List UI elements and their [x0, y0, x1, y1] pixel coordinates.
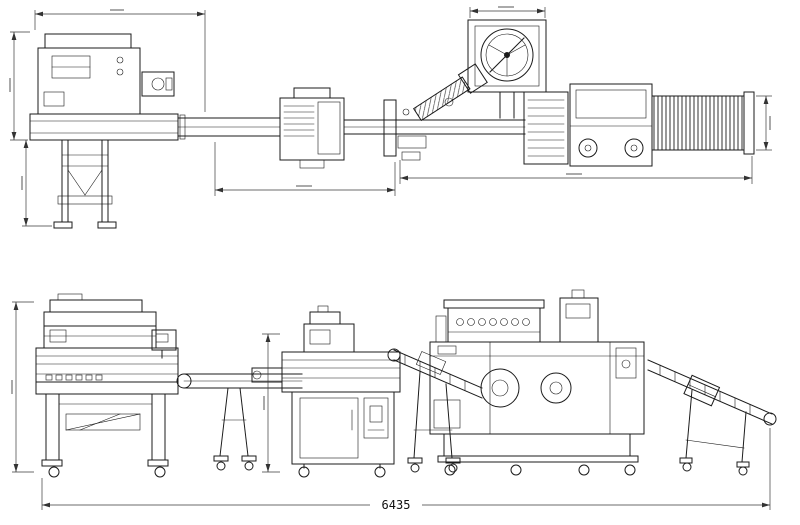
plan-conveyor: [177, 114, 526, 140]
elev-dimensions: 6435: [12, 301, 771, 512]
plan-cross-feeder: [279, 87, 345, 169]
overall-length-label: 6435: [382, 498, 411, 512]
illegible-dim-labels: [9, 6, 771, 410]
plan-left-machine: [29, 33, 179, 229]
elevation-view: 6435: [12, 289, 777, 512]
plan-lug-conveyor: [651, 91, 755, 155]
elev-conveyor: [176, 373, 303, 471]
elev-left-machine: [35, 293, 179, 478]
elev-inclined-conveyor: [387, 348, 483, 473]
plan-view: [10, 7, 772, 229]
elev-wrapping-machine: [429, 289, 645, 476]
plan-film-reel: [467, 19, 547, 119]
plan-inclined-feeder: [383, 63, 488, 161]
elev-wrapper-feeder: [251, 305, 401, 478]
plan-dimensions: [10, 7, 772, 227]
elev-outfeed-conveyor: [647, 359, 777, 476]
plan-wrapper-machine: [523, 83, 653, 167]
